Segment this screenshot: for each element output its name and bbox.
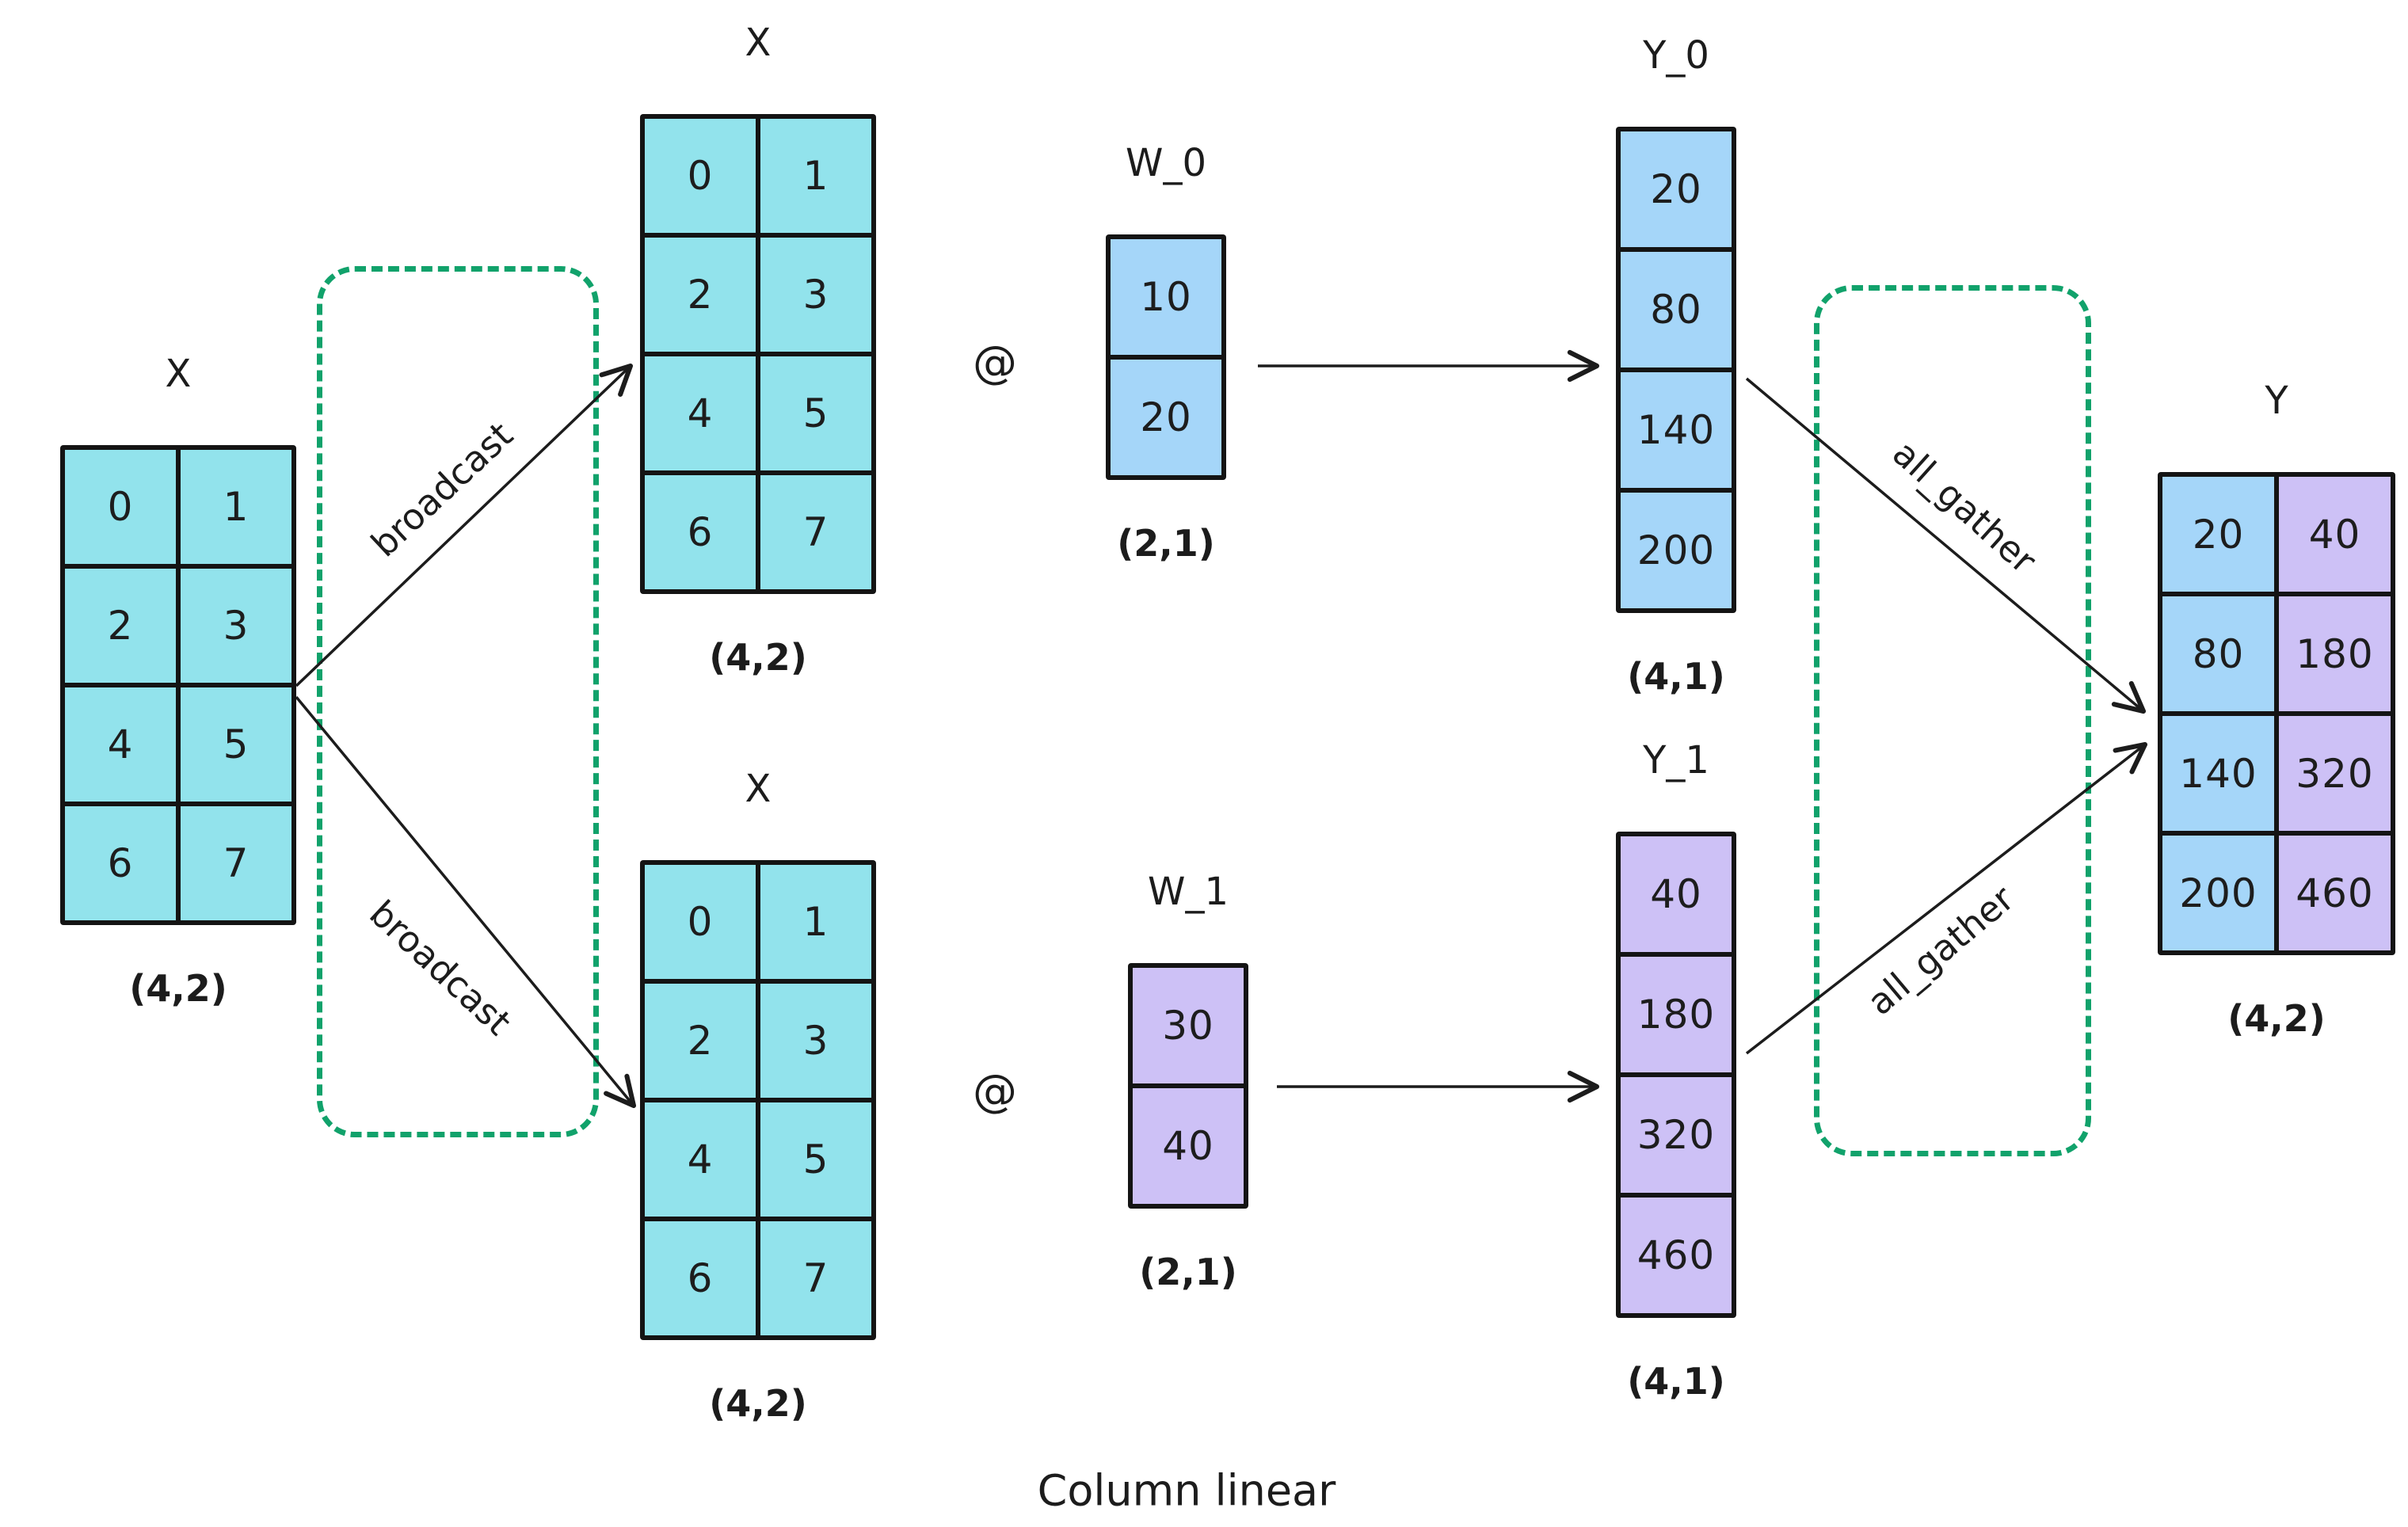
matrix-cell: 40	[1133, 1088, 1244, 1204]
matrix-cell: 80	[1621, 252, 1732, 367]
matrix-shape-label: (4,2)	[129, 967, 227, 1010]
matrix-title: Y_0	[1643, 33, 1709, 78]
matrix-y1: Y_1 40 180 320 460 (4,1)	[1616, 738, 1736, 1403]
matrix-title: X	[165, 352, 192, 396]
matrix-cell: 40	[2279, 477, 2391, 592]
matrix-cell: 0	[645, 119, 756, 233]
matrix-grid: 0 1 2 3 4 5 6 7	[640, 860, 876, 1340]
matrix-x-rank0: X 0 1 2 3 4 5 6 7 (4,2)	[640, 21, 876, 679]
matrix-grid: 0 1 2 3 4 5 6 7	[640, 114, 876, 594]
matrix-cell: 200	[2162, 836, 2274, 950]
matrix-cell: 30	[1133, 968, 1244, 1083]
matrix-grid: 20 80 140 200	[1616, 127, 1736, 613]
matrix-grid: 30 40	[1128, 963, 1248, 1209]
matrix-cell: 3	[181, 569, 291, 683]
matrix-cell: 320	[2279, 716, 2391, 831]
matrix-cell: 5	[760, 356, 871, 470]
matrix-cell: 2	[645, 238, 756, 352]
matrix-cell: 2	[645, 984, 756, 1098]
matrix-shape-label: (4,1)	[1627, 1360, 1725, 1403]
matrix-y0: Y_0 20 80 140 200 (4,1)	[1616, 33, 1736, 698]
matrix-cell: 1	[181, 450, 291, 564]
matrix-cell: 1	[760, 865, 871, 979]
matrix-cell: 180	[1621, 957, 1732, 1072]
matrix-cell: 460	[2279, 836, 2391, 950]
matrix-title: Y	[2265, 379, 2288, 423]
matrix-w1: W_1 30 40 (2,1)	[1128, 870, 1248, 1293]
matrix-title: Y_1	[1643, 738, 1709, 783]
matrix-cell: 140	[2162, 716, 2274, 831]
matrix-cell: 0	[645, 865, 756, 979]
matrix-cell: 7	[760, 1221, 871, 1335]
matrix-cell: 4	[645, 356, 756, 470]
matrix-grid: 0 1 2 3 4 5 6 7	[60, 445, 296, 925]
matrix-cell: 6	[645, 475, 756, 589]
all-gather-group-box	[1814, 285, 2091, 1156]
matrix-grid: 20 40 80 180 140 320 200 460	[2158, 472, 2395, 955]
matrix-cell: 20	[1111, 360, 1221, 475]
matrix-cell: 7	[181, 806, 291, 920]
matrix-cell: 6	[645, 1221, 756, 1335]
matrix-cell: 3	[760, 238, 871, 352]
matrix-cell: 140	[1621, 372, 1732, 488]
matrix-cell: 3	[760, 984, 871, 1098]
matrix-x-source: X 0 1 2 3 4 5 6 7 (4,2)	[60, 352, 296, 1010]
matrix-cell: 200	[1621, 493, 1732, 608]
diagram-caption: Column linear	[1037, 1465, 1336, 1516]
matrix-cell: 5	[760, 1102, 871, 1217]
matrix-title: W_0	[1126, 141, 1206, 185]
matrix-w0: W_0 10 20 (2,1)	[1106, 141, 1226, 565]
matrix-cell: 5	[181, 687, 291, 802]
matrix-shape-label: (4,1)	[1627, 655, 1725, 698]
matrix-cell: 4	[645, 1102, 756, 1217]
matmul-operator-top: @	[973, 337, 1017, 389]
matrix-shape-label: (4,2)	[709, 636, 807, 679]
matmul-operator-bottom: @	[973, 1065, 1017, 1118]
matrix-cell: 2	[65, 569, 176, 683]
matrix-title: W_1	[1148, 870, 1229, 914]
matrix-cell: 20	[1621, 131, 1732, 247]
matrix-shape-label: (2,1)	[1117, 522, 1215, 565]
matrix-cell: 1	[760, 119, 871, 233]
matrix-cell: 40	[1621, 836, 1732, 952]
matrix-cell: 20	[2162, 477, 2274, 592]
matrix-shape-label: (4,2)	[2227, 997, 2326, 1040]
matrix-grid: 40 180 320 460	[1616, 832, 1736, 1318]
matrix-title: X	[745, 21, 772, 65]
matrix-cell: 80	[2162, 596, 2274, 711]
matrix-cell: 7	[760, 475, 871, 589]
matrix-x-rank1: X 0 1 2 3 4 5 6 7 (4,2)	[640, 767, 876, 1425]
matrix-shape-label: (2,1)	[1139, 1251, 1237, 1293]
matrix-cell: 180	[2279, 596, 2391, 711]
matrix-cell: 6	[65, 806, 176, 920]
matrix-title: X	[745, 767, 772, 811]
matrix-y-result: Y 20 40 80 180 140 320 200 460 (4,2)	[2158, 379, 2395, 1040]
matrix-cell: 320	[1621, 1077, 1732, 1193]
matrix-cell: 460	[1621, 1198, 1732, 1313]
matrix-grid: 10 20	[1106, 234, 1226, 480]
matrix-shape-label: (4,2)	[709, 1382, 807, 1425]
matrix-cell: 0	[65, 450, 176, 564]
matrix-cell: 4	[65, 687, 176, 802]
matrix-cell: 10	[1111, 239, 1221, 355]
